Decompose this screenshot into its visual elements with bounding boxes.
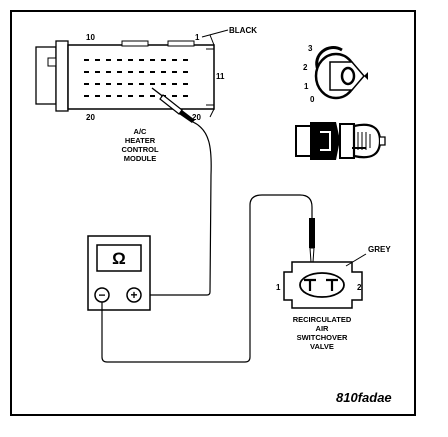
- valve-connector: [283, 261, 363, 309]
- connector-pin-1-label: 1: [195, 33, 200, 42]
- connector-pin-20-right-label: 20: [192, 113, 201, 122]
- connector-cavities: [84, 59, 188, 97]
- module-caption: A/C HEATER CONTROL MODULE: [121, 127, 158, 163]
- svg-text:MODULE: MODULE: [124, 154, 157, 163]
- valve-color-label: GREY: [368, 245, 391, 254]
- svg-text:A/C: A/C: [134, 127, 148, 136]
- connector-pin-11-label: 11: [216, 72, 225, 81]
- valve-pin-1-label: 1: [276, 283, 281, 292]
- key-position-1: 1: [304, 82, 309, 91]
- svg-text:CONTROL: CONTROL: [121, 145, 158, 154]
- figure-code: 810fadae: [336, 390, 392, 405]
- valve-caption: RECIRCULATED AIR SWITCHOVER VALVE: [293, 315, 352, 351]
- connector-pin-20-left-label: 20: [86, 113, 95, 122]
- connector-color-label: BLACK: [229, 26, 257, 35]
- meter-positive-jack: [126, 287, 142, 303]
- negative-symbol: −: [98, 288, 105, 302]
- svg-text:AIR: AIR: [316, 324, 330, 333]
- svg-text:VALVE: VALVE: [310, 342, 334, 351]
- module-probe: [151, 87, 195, 123]
- valve-pin-2-label: 2: [357, 283, 362, 292]
- grey-leader-line: [345, 253, 367, 267]
- wire-negative: [101, 194, 313, 363]
- ohmmeter: [87, 235, 151, 311]
- positive-symbol: +: [130, 288, 137, 302]
- key-position-2: 2: [303, 63, 308, 72]
- wire-positive: [142, 121, 212, 296]
- connector-pin-10-label: 10: [86, 33, 95, 42]
- key-position-0: 0: [310, 95, 315, 104]
- black-leader-line: [201, 29, 229, 38]
- ohm-symbol: Ω: [112, 249, 126, 268]
- svg-text:SWITCHOVER: SWITCHOVER: [297, 333, 348, 342]
- svg-text:RECIRCULATED: RECIRCULATED: [293, 315, 352, 324]
- key-position-3: 3: [308, 44, 313, 53]
- ignition-key-icon: [314, 46, 368, 100]
- diagram-frame: [10, 10, 416, 416]
- module-connector: [35, 34, 215, 118]
- blower-switch-icon: [295, 122, 386, 160]
- svg-text:HEATER: HEATER: [125, 136, 156, 145]
